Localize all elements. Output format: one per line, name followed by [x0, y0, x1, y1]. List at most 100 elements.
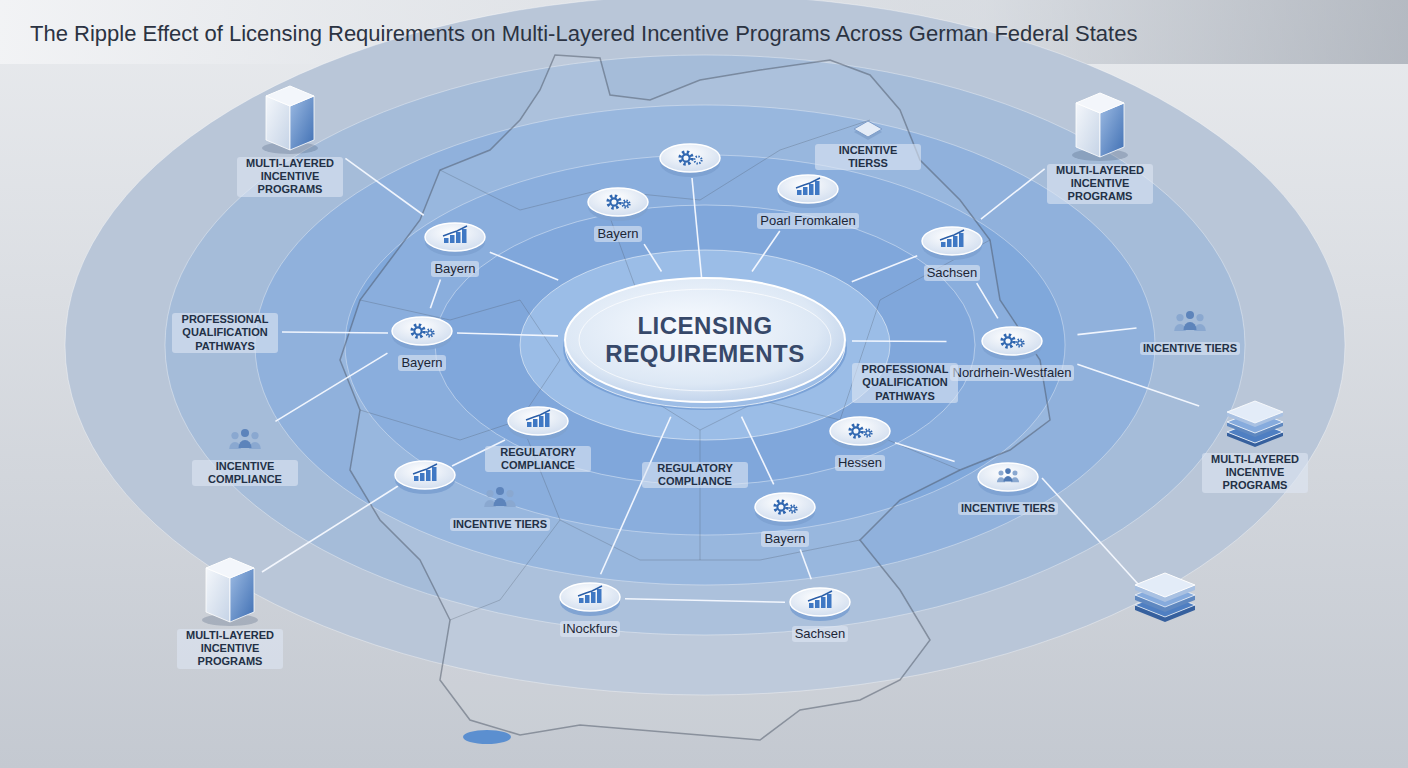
connector-line — [345, 158, 423, 215]
state-label: INockfurs — [560, 621, 621, 637]
connector-line — [692, 178, 702, 282]
connector-line — [1042, 478, 1138, 584]
gear-ring — [682, 154, 689, 161]
chart-bar — [579, 598, 584, 603]
state-label: Bayern — [594, 226, 641, 242]
chart-bar — [809, 603, 814, 608]
state-disc: Bayern — [423, 217, 487, 277]
person-head — [1005, 468, 1011, 474]
gear-ring — [852, 427, 859, 434]
state-disc-shape — [980, 321, 1044, 363]
person-head — [1186, 311, 1194, 319]
layer-stack: MULTI-LAYERED INCENTIVE PROGRAMS — [1202, 400, 1308, 493]
person-body — [239, 440, 252, 448]
tier-tile-shape — [851, 119, 885, 141]
program-block: MULTI-LAYERED INCENTIVE PROGRAMS — [177, 554, 283, 669]
icon-caption: MULTI-LAYERED INCENTIVE PROGRAMS — [177, 629, 283, 669]
connector-line — [457, 333, 558, 336]
state-disc-shape — [788, 582, 852, 624]
chart-bar — [597, 589, 602, 603]
state-disc: Poarl Fromkalen — [757, 169, 859, 229]
state-disc: Nordrhein-Westfalen — [950, 321, 1075, 381]
chart-bar — [953, 236, 958, 247]
leader-lines — [262, 178, 1138, 584]
germany-map-outline — [340, 55, 1050, 740]
gear-teeth — [850, 425, 862, 437]
chart-bar — [809, 184, 814, 195]
state-disc: INCENTIVE TIERS — [958, 457, 1059, 515]
state-label: Hessen — [835, 455, 885, 471]
chart-bar — [815, 600, 820, 608]
chart-bar — [414, 476, 419, 481]
chart-bar — [432, 467, 437, 481]
people-icon-shape — [220, 423, 270, 457]
floating-label: PROFESSIONAL QUALIFICATION PATHWAYS — [852, 363, 958, 403]
block-top — [1076, 93, 1124, 113]
leader-line — [282, 332, 388, 333]
trend-line — [940, 230, 964, 240]
layer-stack-shape — [1223, 400, 1287, 450]
state-disc-shape — [586, 182, 650, 224]
gear-ring — [777, 503, 784, 510]
person-body — [1184, 322, 1197, 330]
chart-bar — [941, 242, 946, 247]
person-head — [998, 470, 1003, 475]
chart-bar — [803, 187, 808, 195]
gear-teeth — [426, 329, 433, 336]
state-border — [700, 430, 701, 560]
gear-teeth — [680, 152, 692, 164]
connector-line — [490, 252, 558, 280]
chart-bar — [545, 413, 550, 427]
state-borders — [360, 120, 990, 620]
connector-line — [601, 417, 671, 575]
state-disc: Bayern — [586, 182, 650, 242]
chart-bar — [444, 238, 449, 243]
chart-bar — [456, 232, 461, 243]
state-border — [440, 120, 870, 210]
state-disc: Sachsen — [920, 221, 984, 281]
state-label: Bayern — [431, 261, 478, 277]
connector-line — [800, 549, 811, 579]
people-icon: INCENTIVE TIERS — [1140, 305, 1241, 355]
connector-line — [895, 443, 955, 462]
program-block-shape — [262, 82, 318, 154]
gear-teeth — [694, 156, 701, 163]
state-disc-shape — [390, 311, 454, 353]
state-disc: REGULATORY COMPLIANCE — [485, 401, 591, 472]
chart-bar — [947, 239, 952, 247]
connector-line — [1077, 364, 1199, 406]
disc-top — [395, 461, 455, 489]
disc-inner-ring — [579, 289, 831, 391]
floating-label: REGULATORY COMPLIANCE — [642, 462, 748, 488]
gear-disc — [660, 144, 720, 177]
disc-top — [978, 463, 1038, 491]
state-disc-shape — [558, 577, 622, 619]
person-body — [1003, 476, 1012, 482]
state-label: Sachsen — [924, 265, 981, 281]
state-disc-shape — [753, 487, 817, 529]
disc-top — [755, 493, 815, 521]
state-label: Bayern — [398, 355, 445, 371]
chart-bar — [420, 473, 425, 481]
central-title: LICENSING REQUIREMENTS — [595, 312, 815, 367]
person-head — [251, 432, 258, 439]
chart-bar — [527, 422, 532, 427]
chart-bar — [426, 470, 431, 481]
connector-line — [644, 244, 661, 271]
person-head — [1176, 314, 1183, 321]
layer-top — [1227, 401, 1283, 423]
connector-line — [752, 231, 780, 271]
disc-top — [830, 417, 890, 445]
block-top — [206, 558, 254, 578]
chart-disc — [395, 461, 455, 494]
program-block-shape — [1072, 89, 1128, 161]
trend-line — [578, 586, 602, 596]
state-border — [840, 240, 990, 420]
disc-top — [660, 144, 720, 172]
trend-line — [526, 410, 550, 420]
connector-line — [275, 353, 387, 421]
state-disc-shape — [920, 221, 984, 263]
gear-ring — [791, 507, 795, 511]
trend-line — [796, 178, 820, 188]
